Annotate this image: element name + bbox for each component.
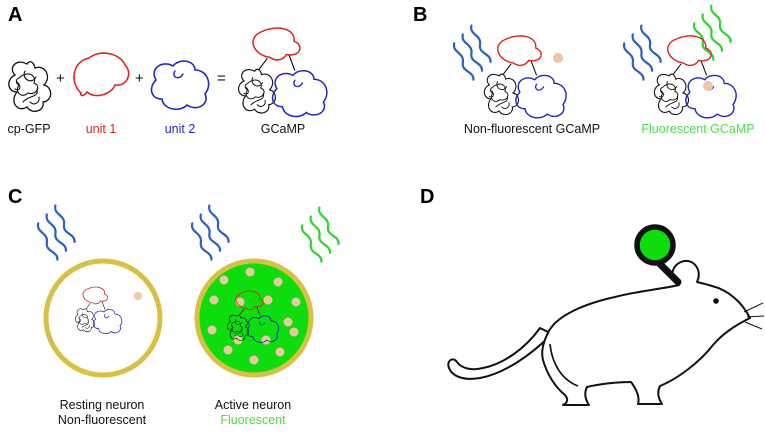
excitation-waves-icon (29, 204, 82, 262)
calcium-ion-dot (249, 355, 259, 365)
calcium-ion-dot (209, 295, 219, 305)
emission-waves-icon (293, 206, 346, 264)
label-unit1: unit 1 (85, 122, 117, 136)
mouse-illustration (447, 224, 765, 406)
calcium-ion-dot (553, 53, 563, 63)
calcium-ion-dot (207, 325, 217, 335)
cpgfp-use (8, 61, 52, 112)
operator-plus-1: + (56, 70, 65, 87)
panel-b-letter: B (413, 4, 428, 26)
gcamp-use (239, 28, 327, 116)
mouse-hind-leg-line (549, 343, 579, 387)
panel-c-letter: C (8, 186, 23, 208)
calcium-ion-dot (273, 277, 283, 287)
label-nonfluorescent-gcamp: Non-fluorescent GCaMP (463, 122, 601, 136)
calcium-ion-dot (283, 317, 293, 327)
label-fluorescent-gcamp: Fluorescent GCaMP (641, 122, 755, 136)
calcium-ion-dot (263, 295, 273, 305)
label-unit2: unit 2 (164, 122, 196, 136)
mouse-eye (713, 298, 719, 304)
calcium-ion-dot (275, 347, 285, 357)
label-gcamp: GCaMP (260, 122, 306, 136)
miniscope-lens (634, 224, 676, 266)
resting-neuron-membrane (43, 258, 163, 378)
calcium-ion-dot (223, 345, 233, 355)
mouse-tail (447, 327, 553, 380)
gcamp-complex-nonfluorescent (484, 36, 566, 118)
calcium-ion-dot (134, 292, 142, 300)
calcium-ion-dot (261, 335, 271, 345)
calcium-ions-group (207, 267, 301, 365)
calcium-ion-bound-dot (703, 81, 713, 91)
excitation-waves-icon (615, 24, 668, 82)
mouse-body-outline (541, 259, 751, 406)
cpgfp-structure (8, 61, 52, 112)
calcium-ion-dot (245, 267, 255, 277)
operator-equals: = (217, 70, 226, 87)
unit2-use (150, 60, 210, 111)
operator-plus-2: + (135, 70, 144, 87)
calcium-ion-dot (291, 297, 301, 307)
unit2-structure (150, 60, 210, 111)
mouse-whiskers (743, 302, 765, 330)
miniscope-handle (654, 258, 682, 286)
label-cpgfp: cp-GFP (7, 122, 51, 136)
emission-waves-icon (685, 4, 738, 62)
excitation-waves-icon (183, 204, 236, 262)
unit1-use (73, 52, 130, 97)
gcamp-structure (239, 28, 327, 116)
excitation-waves-icon (445, 24, 498, 82)
panel-d-letter: D (420, 186, 435, 208)
gcamp-complex-fluorescent (654, 36, 736, 118)
panel-a-letter: A (8, 4, 23, 26)
miniscope-icon (634, 224, 682, 286)
label-resting-neuron: Resting neuron (59, 398, 145, 412)
label-fluorescent: Fluorescent (220, 413, 286, 427)
label-nonfluorescent: Non-fluorescent (57, 413, 147, 427)
calcium-ion-dot (219, 275, 229, 285)
label-active-neuron: Active neuron (214, 398, 292, 412)
unit1-structure (73, 52, 130, 97)
calcium-ion-dot (289, 327, 299, 337)
